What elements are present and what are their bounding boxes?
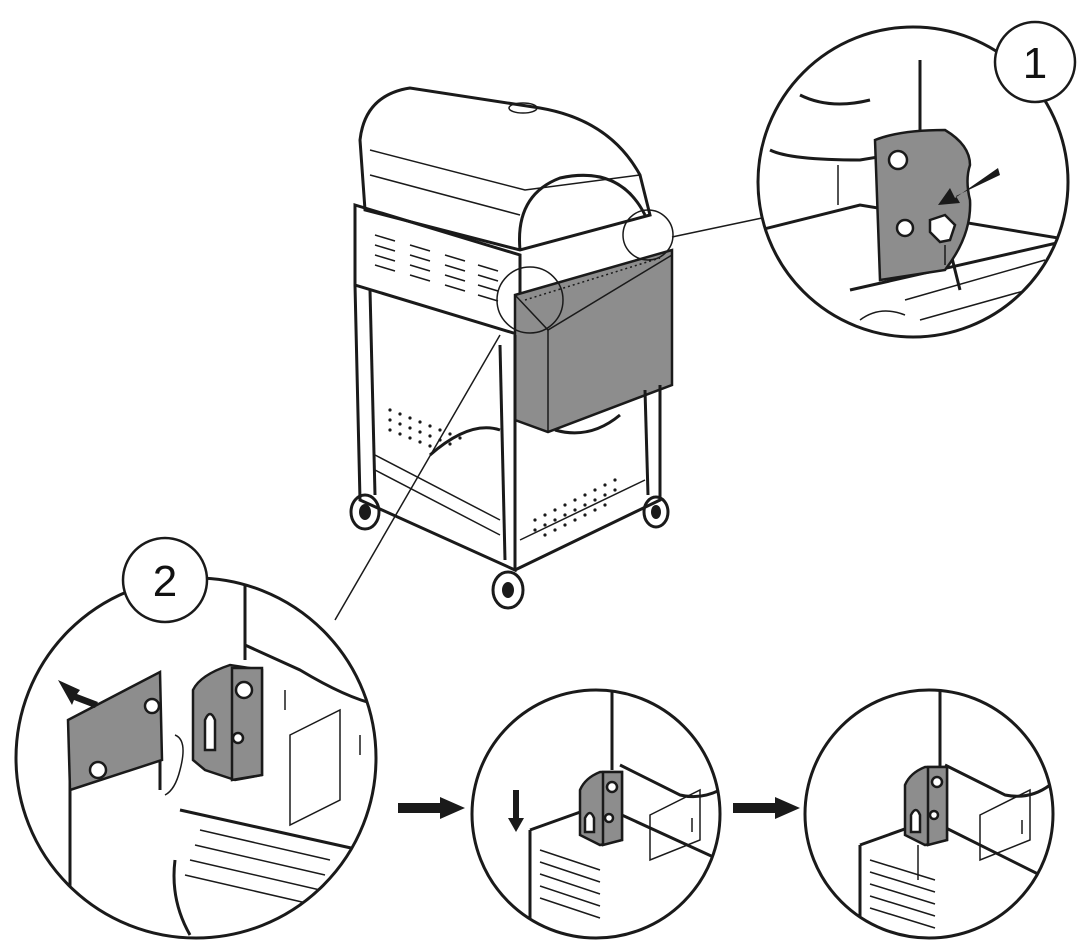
arrow-icon [508, 790, 524, 832]
arrow-icon [398, 797, 465, 819]
callout-2-circle [121, 536, 209, 624]
hinge-detail: 1 [756, 20, 1077, 339]
callout-2-label: 2 [153, 557, 177, 606]
arrow-icon [733, 797, 800, 819]
hinge-detail: 2 [14, 536, 378, 940]
hinge-detail [470, 688, 722, 940]
arrow-icon [938, 168, 1000, 205]
callout-1-circle [993, 20, 1077, 104]
leader-line [334, 334, 501, 621]
grill-drawing [349, 86, 674, 610]
leader-line [671, 217, 763, 238]
callout-1-label: 1 [1023, 39, 1047, 88]
arrow-icon [58, 680, 98, 708]
hinge-detail [803, 688, 1055, 940]
